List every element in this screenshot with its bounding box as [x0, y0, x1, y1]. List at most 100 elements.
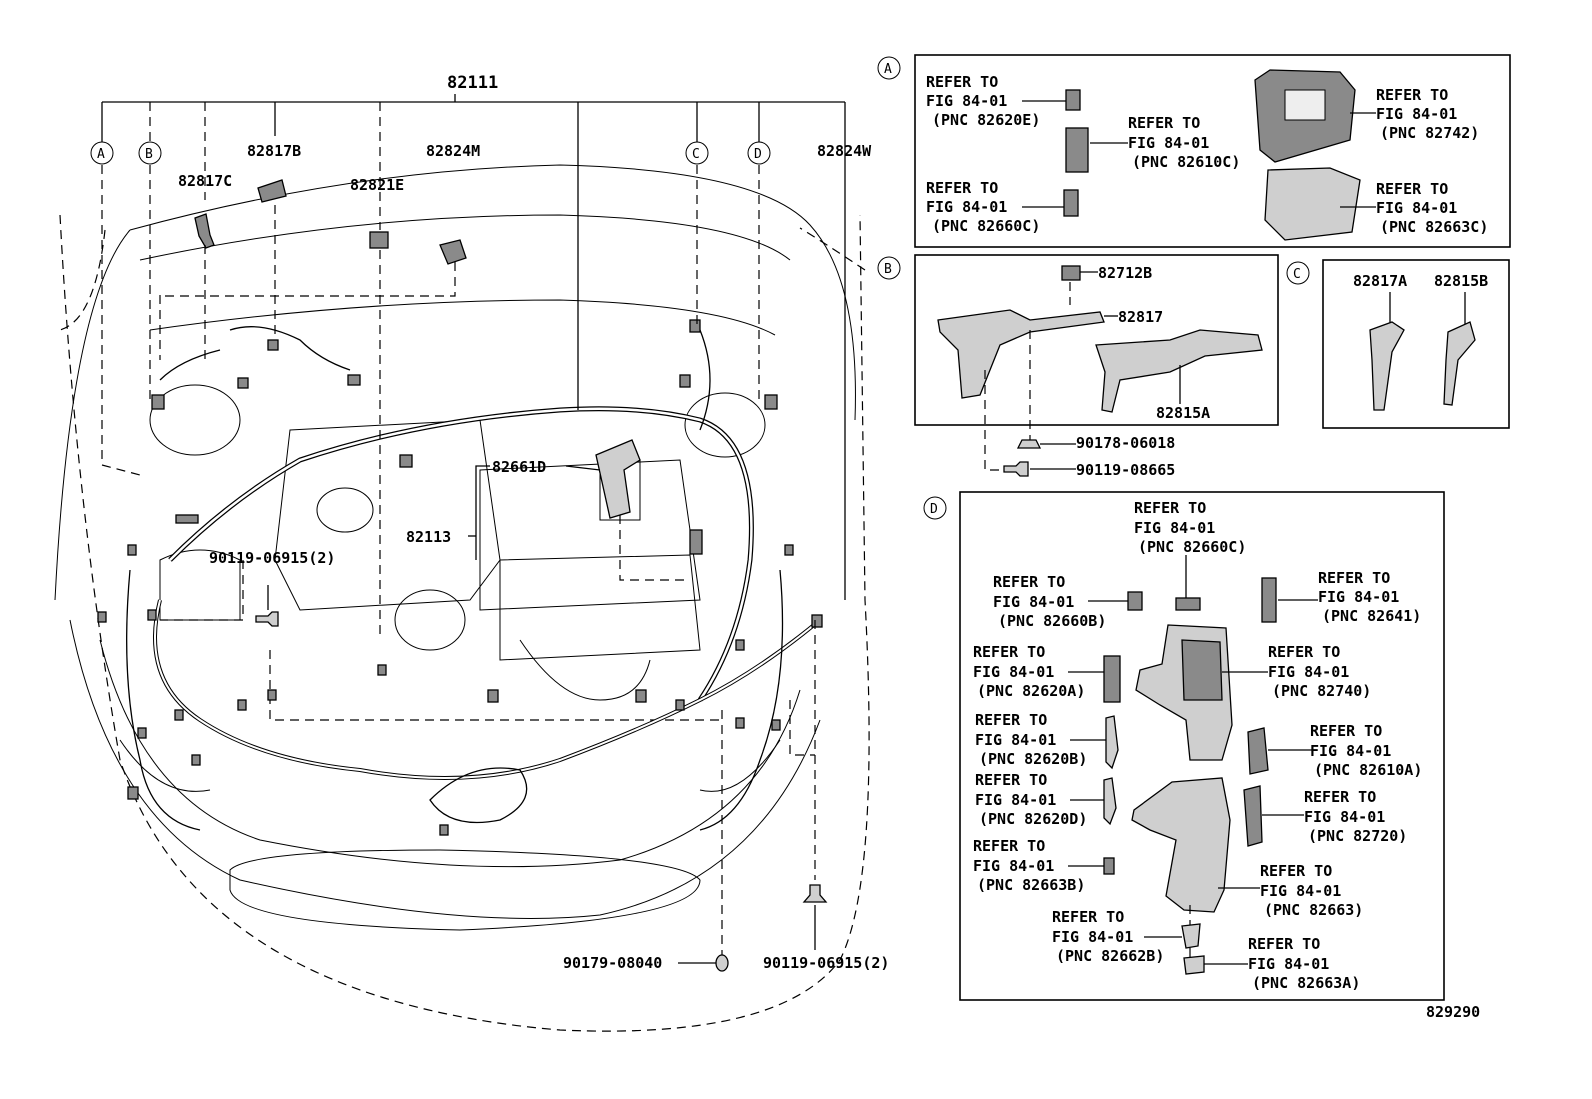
- svg-text:REFER TO: REFER TO: [993, 573, 1065, 591]
- svg-text:REFER TO: REFER TO: [1248, 935, 1320, 953]
- label-bolt-lower: 90119-06915(2): [763, 954, 889, 972]
- svg-text:REFER TO: REFER TO: [1304, 788, 1376, 806]
- part-82817C: [194, 213, 215, 249]
- svg-text:REFER TO: REFER TO: [1260, 862, 1332, 880]
- part-82817B: [257, 179, 287, 203]
- part-82815B-icon: [1443, 321, 1476, 406]
- svg-text:(PNC 82663C): (PNC 82663C): [1380, 218, 1488, 236]
- panel-d: D REFER TO FIG 84-01 (PNC 82660C) REFER …: [923, 491, 1445, 1001]
- svg-text:REFER TO: REFER TO: [1052, 908, 1124, 926]
- engine-bay-drawing: [54, 164, 870, 1032]
- svg-text:REFER TO: REFER TO: [975, 711, 1047, 729]
- svg-text:(PNC 82660B): (PNC 82660B): [998, 612, 1106, 630]
- svg-text:FIG 84-01: FIG 84-01: [1376, 199, 1457, 217]
- label-bolt-upper: 90119-06915(2): [209, 549, 335, 567]
- svg-text:FIG 84-01: FIG 84-01: [1260, 882, 1341, 900]
- bracket-82817-icon: [937, 309, 1105, 399]
- connector-82660C-icon: [1063, 189, 1079, 217]
- svg-text:(PNC 82620E): (PNC 82620E): [932, 111, 1040, 129]
- svg-text:(PNC 82662B): (PNC 82662B): [1056, 947, 1164, 965]
- svg-text:(PNC 82620A): (PNC 82620A): [977, 682, 1085, 700]
- svg-text:FIG 84-01: FIG 84-01: [1310, 742, 1391, 760]
- svg-text:REFER TO: REFER TO: [975, 771, 1047, 789]
- svg-text:REFER TO: REFER TO: [1128, 114, 1200, 132]
- svg-text:C: C: [692, 147, 700, 162]
- bolt-lower-icon: [802, 884, 828, 903]
- svg-text:REFER TO: REFER TO: [1134, 499, 1206, 517]
- svg-text:FIG 84-01: FIG 84-01: [1248, 955, 1329, 973]
- svg-text:(PNC 82663B): (PNC 82663B): [977, 876, 1085, 894]
- svg-text:FIG 84-01: FIG 84-01: [1318, 588, 1399, 606]
- panel-b-id: B: [884, 262, 892, 277]
- panel-c: C 82817A 82815B: [1286, 259, 1510, 429]
- label-82661D: 82661D: [492, 458, 546, 476]
- svg-text:FIG 84-01: FIG 84-01: [1134, 519, 1215, 537]
- svg-text:FIG 84-01: FIG 84-01: [1128, 134, 1209, 152]
- svg-text:(PNC 82663): (PNC 82663): [1264, 901, 1363, 919]
- label-82817C: 82817C: [178, 172, 232, 190]
- harness-label: 82111: [447, 73, 498, 93]
- connector-82620E-icon: [1065, 89, 1081, 111]
- part-82661D: [595, 439, 641, 519]
- cover-82663C-icon: [1264, 167, 1361, 241]
- svg-text:FIG 84-01: FIG 84-01: [1052, 928, 1133, 946]
- svg-text:FIG 84-01: FIG 84-01: [1304, 808, 1385, 826]
- svg-text:REFER TO: REFER TO: [1376, 180, 1448, 198]
- circle-label-a: A: [90, 141, 114, 165]
- part-82817A-icon: [1369, 321, 1405, 411]
- svg-text:(PNC 82620B): (PNC 82620B): [979, 750, 1087, 768]
- svg-text:REFER TO: REFER TO: [973, 837, 1045, 855]
- svg-text:REFER TO: REFER TO: [973, 643, 1045, 661]
- label-clip: 90179-08040: [563, 954, 662, 972]
- connector-82610C-icon: [1065, 127, 1089, 173]
- svg-text:FIG 84-01: FIG 84-01: [1376, 105, 1457, 123]
- panel-a: A REFER TO FIG 84-01 (PNC 82620E) REFER …: [877, 54, 1511, 248]
- label-82824W: 82824W: [817, 142, 872, 160]
- svg-text:(PNC 82610C): (PNC 82610C): [1132, 153, 1240, 171]
- panel-c-id: C: [1293, 267, 1301, 282]
- bolt-upper-icon: [255, 611, 279, 627]
- svg-text:REFER TO: REFER TO: [926, 179, 998, 197]
- circle-label-b: B: [138, 141, 162, 165]
- cover-82663-icon: [1131, 777, 1231, 913]
- svg-text:82817: 82817: [1118, 308, 1163, 326]
- svg-text:D: D: [754, 147, 762, 162]
- svg-text:REFER TO: REFER TO: [1376, 86, 1448, 104]
- svg-text:90119-08665: 90119-08665: [1076, 461, 1175, 479]
- svg-text:(PNC 82720): (PNC 82720): [1308, 827, 1407, 845]
- svg-text:FIG 84-01: FIG 84-01: [1268, 663, 1349, 681]
- svg-text:REFER TO: REFER TO: [926, 73, 998, 91]
- label-82113: 82113: [406, 528, 451, 546]
- clip-90178-icon: [1016, 439, 1042, 449]
- svg-text:(PNC 82660C): (PNC 82660C): [932, 217, 1040, 235]
- bolt-90119-08665-icon: [1003, 461, 1029, 477]
- label-82817B: 82817B: [247, 142, 301, 160]
- part-82821E: [369, 231, 389, 249]
- svg-text:82817A: 82817A: [1353, 272, 1407, 290]
- svg-text:REFER TO: REFER TO: [1310, 722, 1382, 740]
- svg-text:REFER TO: REFER TO: [1318, 569, 1390, 587]
- svg-text:REFER TO: REFER TO: [1268, 643, 1340, 661]
- panel-b: B 82712B 82817 82815A 90178-06018 90119-…: [877, 254, 1279, 479]
- harness-leader-lines: [101, 94, 846, 964]
- svg-text:(PNC 82660C): (PNC 82660C): [1138, 538, 1246, 556]
- svg-text:FIG 84-01: FIG 84-01: [975, 731, 1056, 749]
- label-82824M: 82824M: [426, 142, 480, 160]
- svg-text:(PNC 82742): (PNC 82742): [1380, 124, 1479, 142]
- svg-text:B: B: [145, 147, 153, 162]
- svg-text:FIG 84-01: FIG 84-01: [973, 663, 1054, 681]
- circle-label-c: C: [685, 141, 709, 165]
- figure-number: 829290: [1426, 1003, 1480, 1021]
- svg-text:(PNC 82740): (PNC 82740): [1272, 682, 1371, 700]
- svg-text:(PNC 82610A): (PNC 82610A): [1314, 761, 1422, 779]
- svg-text:FIG 84-01: FIG 84-01: [973, 857, 1054, 875]
- svg-text:FIG 84-01: FIG 84-01: [993, 593, 1074, 611]
- svg-text:(PNC 82620D): (PNC 82620D): [979, 810, 1087, 828]
- part-82824M: [439, 239, 467, 265]
- part-82712B-icon: [1061, 265, 1081, 281]
- svg-text:FIG 84-01: FIG 84-01: [926, 92, 1007, 110]
- panel-d-id: D: [930, 502, 938, 517]
- label-82821E: 82821E: [350, 176, 404, 194]
- svg-text:(PNC 82663A): (PNC 82663A): [1252, 974, 1360, 992]
